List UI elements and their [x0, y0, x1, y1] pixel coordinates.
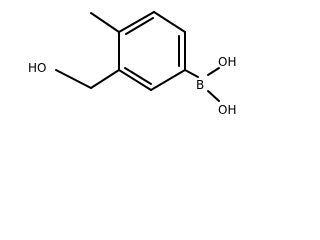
ring-bond-c5-c6-inner [124, 67, 152, 85]
ring-bond-c5-c6 [118, 69, 152, 91]
chemical-structure-diagram: HO B OH OH [28, 11, 236, 117]
boronic-oh-lower-label: OH [218, 103, 236, 117]
boron-oh-lower-bond [207, 90, 220, 102]
ring-bond-c4-c5 [150, 69, 186, 91]
methyl-bond [90, 12, 120, 33]
boron-oh-upper-bond [207, 67, 220, 76]
boronic-oh-upper-label: OH [218, 55, 236, 69]
hydroxymethyl-o-bond [55, 69, 92, 89]
ring-bond-c1-c2 [118, 11, 155, 33]
aryl-boron-bond [184, 69, 199, 78]
benzene-ring [118, 11, 186, 91]
hydroxymethyl-ch2-bond [90, 69, 120, 89]
boron-label: B [196, 78, 204, 92]
hydroxyl-label: HO [28, 61, 46, 75]
ring-bond-c2-c3 [153, 11, 186, 33]
ring-bond-c1-c2-inner [125, 17, 154, 35]
